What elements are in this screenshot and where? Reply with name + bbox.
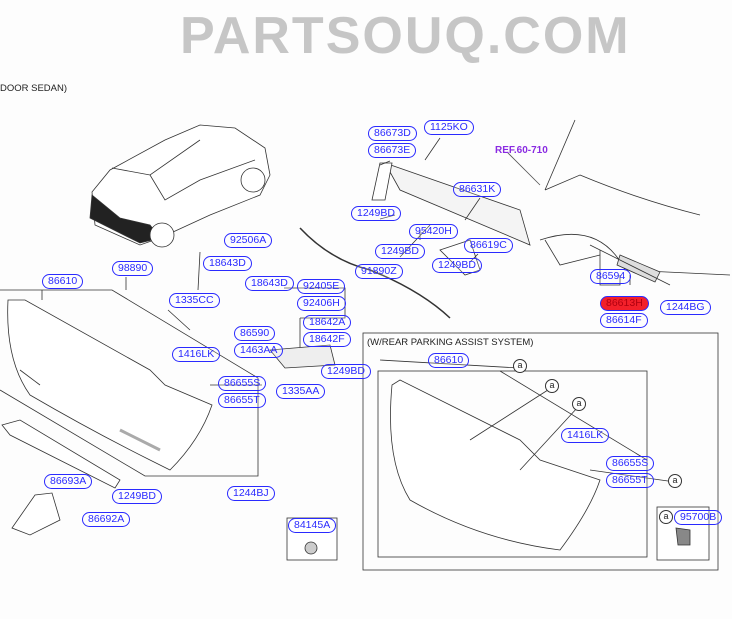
circle-marker: a — [668, 474, 682, 488]
parking-part-label[interactable]: 95700B — [674, 510, 723, 525]
part-label[interactable]: 1249BD — [321, 364, 371, 379]
part-label[interactable]: 1463AA — [234, 343, 284, 358]
part-label[interactable]: 18643D — [203, 256, 252, 271]
part-label[interactable]: 1249BD — [375, 244, 425, 259]
parking-part-label[interactable]: 86655S — [606, 456, 655, 471]
part-label[interactable]: 18642F — [303, 332, 351, 347]
part-label[interactable]: 1244BG — [660, 300, 711, 315]
part-label[interactable]: 86673D — [368, 126, 417, 141]
part-label[interactable]: 84145A — [288, 518, 337, 533]
watermark: PARTSOUQ.COM — [180, 7, 631, 65]
part-label[interactable]: 1335AA — [276, 384, 326, 399]
part-label[interactable]: 86619C — [464, 238, 513, 253]
part-label[interactable]: 95420H — [409, 224, 458, 239]
part-label[interactable]: 86692A — [82, 512, 131, 527]
circle-marker: a — [545, 379, 559, 393]
parking-part-label[interactable]: 86655T — [606, 473, 654, 488]
parking-part-label[interactable]: 1416LK — [561, 428, 610, 443]
ref-link[interactable]: REF.60-710 — [495, 145, 548, 156]
part-label[interactable]: 86693A — [44, 474, 93, 489]
circle-marker: a — [572, 397, 586, 411]
part-label[interactable]: 86594 — [590, 269, 632, 284]
part-label[interactable]: 1416LK — [172, 347, 221, 362]
part-label[interactable]: 86673E — [368, 143, 417, 158]
part-label[interactable]: 86631K — [453, 182, 502, 197]
circle-marker: a — [513, 359, 527, 373]
parking-part-label[interactable]: 86610 — [428, 353, 470, 368]
part-label[interactable]: 1249BD — [112, 489, 162, 504]
part-label[interactable]: 92506A — [224, 233, 273, 248]
part-label[interactable]: 1125KO — [424, 120, 474, 135]
part-label[interactable]: 18642A — [303, 315, 352, 330]
part-label[interactable]: 18643D — [245, 276, 294, 291]
circle-marker: a — [659, 510, 673, 524]
part-label[interactable]: 1244BJ — [227, 486, 275, 501]
part-label-highlighted[interactable]: 86613H — [600, 296, 649, 311]
part-label[interactable]: 91890Z — [355, 264, 403, 279]
part-label[interactable]: 86610 — [42, 274, 84, 289]
parking-assist-header: (W/REAR PARKING ASSIST SYSTEM) — [367, 337, 534, 348]
part-label[interactable]: 1249BD — [432, 258, 482, 273]
part-label[interactable]: 1249BD — [351, 206, 401, 221]
part-label[interactable]: 92405E — [297, 279, 346, 294]
car-illustration — [89, 124, 271, 248]
sedan-header: DOOR SEDAN) — [0, 83, 68, 94]
part-label[interactable]: 86655T — [218, 393, 266, 408]
part-label[interactable]: 98890 — [112, 261, 154, 276]
part-label[interactable]: 86655S — [218, 376, 267, 391]
part-label[interactable]: 86590 — [234, 326, 276, 341]
part-label[interactable]: 92406H — [297, 296, 346, 311]
part-label[interactable]: 1335CC — [169, 293, 220, 308]
part-label[interactable]: 86614F — [600, 313, 648, 328]
